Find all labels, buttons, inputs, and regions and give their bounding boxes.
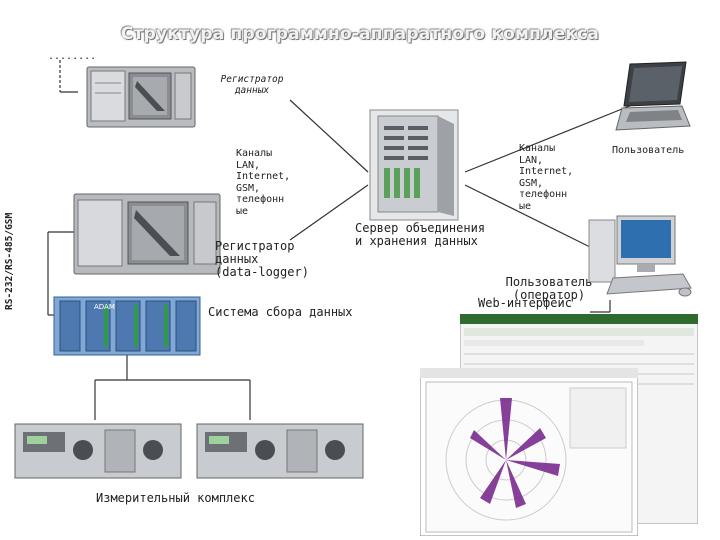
- registrar-top-label: Регистратор данных: [220, 74, 284, 96]
- page-title: Структура программно-аппаратного комплек…: [120, 24, 600, 44]
- industrial-pc-icon: [85, 65, 197, 130]
- daq-label: Система сбора данных: [208, 305, 353, 319]
- user-operator-label: Пользователь(оператор): [505, 275, 593, 302]
- server-tower-icon: [368, 108, 460, 223]
- laptop-icon: [612, 60, 692, 135]
- interface-vertical-label: RS-232/RS-485/GSM: [4, 212, 15, 310]
- measuring-complex-label: Измерительный комплекс: [96, 491, 255, 505]
- web-interface-label: Web-интерфейс: [478, 296, 572, 310]
- measuring-rack-icon: [13, 422, 183, 480]
- web-screenshot-icon: [420, 368, 638, 536]
- measuring-rack-icon: [195, 422, 365, 480]
- daq-module-icon: ADAM: [52, 295, 202, 357]
- industrial-pc-icon: [72, 192, 222, 277]
- svg-text:ADAM: ADAM: [94, 303, 115, 311]
- user-top-label: Пользователь: [612, 145, 685, 156]
- dots-marker: ........: [48, 51, 97, 62]
- desktop-workstation-icon: [585, 212, 695, 300]
